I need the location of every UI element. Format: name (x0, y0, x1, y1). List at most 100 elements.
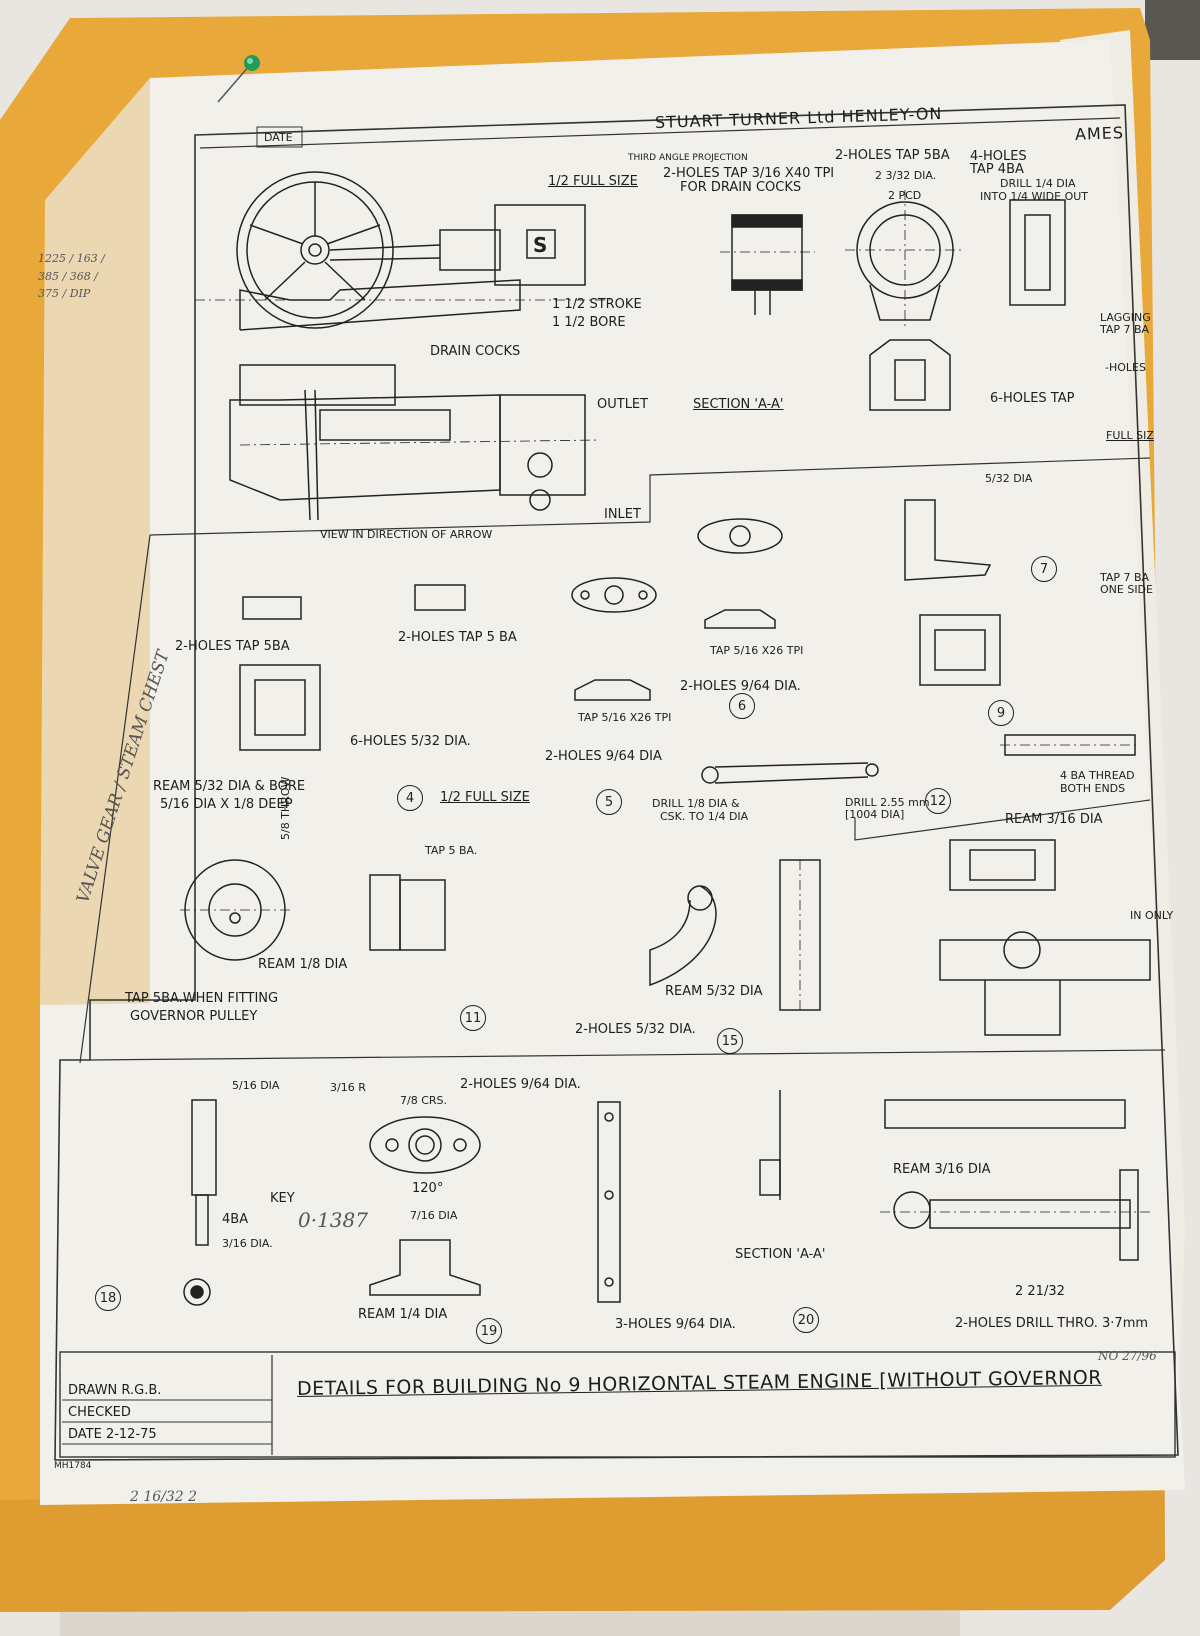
projection-note: THIRD ANGLE PROJECTION (628, 153, 748, 163)
cylinder-section (720, 214, 815, 315)
note-view-dir: VIEW IN DIRECTION OF ARROW (320, 528, 493, 541)
note-ream-19: REAM 1/4 DIA (358, 1307, 448, 1322)
steam-chest-view (1009, 199, 1066, 306)
note-holes-64-a: 2-HOLES 9/64 DIA. (680, 679, 801, 694)
note-ream-11: REAM 1/8 DIA (258, 957, 348, 972)
part-15-drawing (649, 859, 821, 1011)
part-number-7: 7 (1031, 556, 1057, 582)
part-20-drawing (597, 1090, 781, 1303)
divider-mid (89, 1049, 1166, 1061)
note-tap-5ba-top: 2-HOLES TAP 5BA (835, 148, 950, 163)
paper-sheet (40, 40, 1185, 1505)
divider-upper (149, 457, 1151, 536)
engine-side-view (195, 171, 610, 331)
note-tap-when: TAP 5BA.WHEN FITTING (125, 991, 279, 1006)
note-full-size-4: 1/2 FULL SIZE (440, 790, 530, 805)
note-throw: 5/8 THROW (279, 776, 292, 840)
note-deep: 5/16 DIA X 1/8 DEEP (160, 797, 293, 812)
note-section-aa-top: SECTION 'A-A' (693, 397, 784, 412)
title-checked: CHECKED (68, 1405, 131, 1420)
note-holes: -HOLES (1105, 361, 1146, 374)
note-pcd: 2 PCD (888, 189, 922, 202)
corner-fragment: AMES (1074, 123, 1125, 144)
note-section-20: SECTION 'A-A' (735, 1247, 826, 1262)
cylinder-end-view (845, 190, 965, 330)
note-dia-2-3-32: 2 3/32 DIA. (875, 169, 937, 182)
part-number-20: 20 (793, 1307, 819, 1333)
note-dia-19: 7/16 DIA (410, 1209, 458, 1222)
note-crs-19: 7/8 CRS. (400, 1094, 448, 1107)
part-number-4: 4 (397, 785, 423, 811)
date-label: DATE (264, 131, 293, 144)
part-number-18: 18 (95, 1285, 121, 1311)
crosshead-guide-drawing (939, 839, 1151, 1036)
note-thread-4ba: 4 BA THREAD (1060, 769, 1135, 782)
part-number-9: 9 (988, 700, 1014, 726)
pushpin-highlight (247, 58, 253, 64)
note-both-ends: BOTH ENDS (1060, 782, 1126, 795)
part-number-15: 15 (717, 1028, 743, 1054)
note-tap-4ba: TAP 4BA (970, 162, 1024, 177)
note-drill-csk: DRILL 1/8 DIA & (652, 797, 740, 810)
part-number-6: 6 (729, 693, 755, 719)
part-6-drawing (697, 518, 783, 629)
handwritten-left-nums: 1225 / 163 / 385 / 368 / 375 / DIP (38, 252, 105, 301)
note-holes-tap-5ba-a: 2-HOLES TAP 5BA (175, 639, 290, 654)
part-18-drawing (183, 1099, 217, 1306)
part-11-drawing (180, 859, 446, 961)
handwritten-corner-num: NO 27/96 (1098, 1349, 1157, 1363)
note-4-holes: 4-HOLES (970, 149, 1027, 164)
note-ream-top: REAM 3/16 DIA (1005, 812, 1103, 827)
note-drain-cocks: DRAIN COCKS (430, 344, 521, 359)
note-for-drain: FOR DRAIN COCKS (680, 180, 802, 195)
s-logo: S (533, 233, 547, 257)
note-dia-18: 5/16 DIA (232, 1079, 280, 1092)
piston-rod-drawing (880, 1099, 1150, 1261)
note-tap-7ba-side: TAP 7 BA ONE SIDE (1100, 571, 1153, 597)
note-dia-18b: 3/16 DIA. (222, 1237, 273, 1250)
part-number-12: 12 (925, 788, 951, 814)
note-holes-19: 2-HOLES 9/64 DIA. (460, 1077, 581, 1092)
title-date: DATE 2-12-75 (68, 1427, 157, 1442)
note-drill-thro: 2-HOLES DRILL THRO. 3·7mm (955, 1316, 1149, 1331)
right-dark-object (1145, 0, 1200, 60)
note-bore: 1 1/2 BORE (552, 315, 626, 330)
note-key-18: KEY (270, 1191, 295, 1206)
note-tap-drain: 2-HOLES TAP 3/16 X40 TPI (663, 166, 835, 181)
note-drill-255b: [1004 DIA] (845, 808, 905, 821)
scale-note-1: 1/2 FULL SIZE (548, 174, 638, 189)
part-4-drawing (239, 584, 466, 751)
part-19-drawing (369, 1116, 481, 1296)
note-into-wide: INTO 1/4 WIDE OUT (980, 190, 1089, 203)
note-tap-x26-a: TAP 5/16 X26 TPI (578, 711, 672, 724)
note-deg-19: 120° (412, 1181, 444, 1196)
note-r-19: 3/16 R (330, 1081, 366, 1094)
note-csk-to: CSK. TO 1/4 DIA (660, 810, 749, 823)
part-number-19: 19 (476, 1318, 502, 1344)
note-drill-255: DRILL 2.55 mm (845, 796, 930, 809)
title-block (59, 1351, 1176, 1458)
title-code: MH1784 (54, 1461, 92, 1471)
part-5-drawing (571, 577, 657, 701)
standard-bracket (869, 339, 951, 411)
note-in-only: IN ONLY (1130, 909, 1174, 922)
date-box (256, 126, 303, 148)
title-drawn: DRAWN R.G.B. (68, 1383, 162, 1398)
paper-sheet-left (40, 78, 150, 1005)
note-drill-wide: DRILL 1/4 DIA (1000, 177, 1076, 190)
handwritten-sheet-num: 2 16/32 2 (130, 1489, 198, 1505)
note-holes-64-b: 2-HOLES 9/64 DIA (545, 749, 662, 764)
note-len-bottom: 2 21/32 (1015, 1284, 1065, 1299)
note-lagging: LAGGING (1100, 311, 1151, 324)
note-holes-tap-5ba-b: 2-HOLES TAP 5 BA (398, 630, 517, 645)
handwritten-key-note: 0·1387 (298, 1208, 368, 1232)
note-stroke: 1 1/2 STROKE (552, 297, 642, 312)
note-ream-15: REAM 5/32 DIA (665, 984, 763, 999)
note-holes-20: 3-HOLES 9/64 DIA. (615, 1317, 736, 1332)
pin-needle (217, 64, 251, 103)
note-dia-5-32: 5/32 DIA (985, 472, 1033, 485)
part-9-drawing (1000, 734, 1140, 756)
note-six-holes-tap: 6-HOLES TAP (990, 391, 1075, 406)
